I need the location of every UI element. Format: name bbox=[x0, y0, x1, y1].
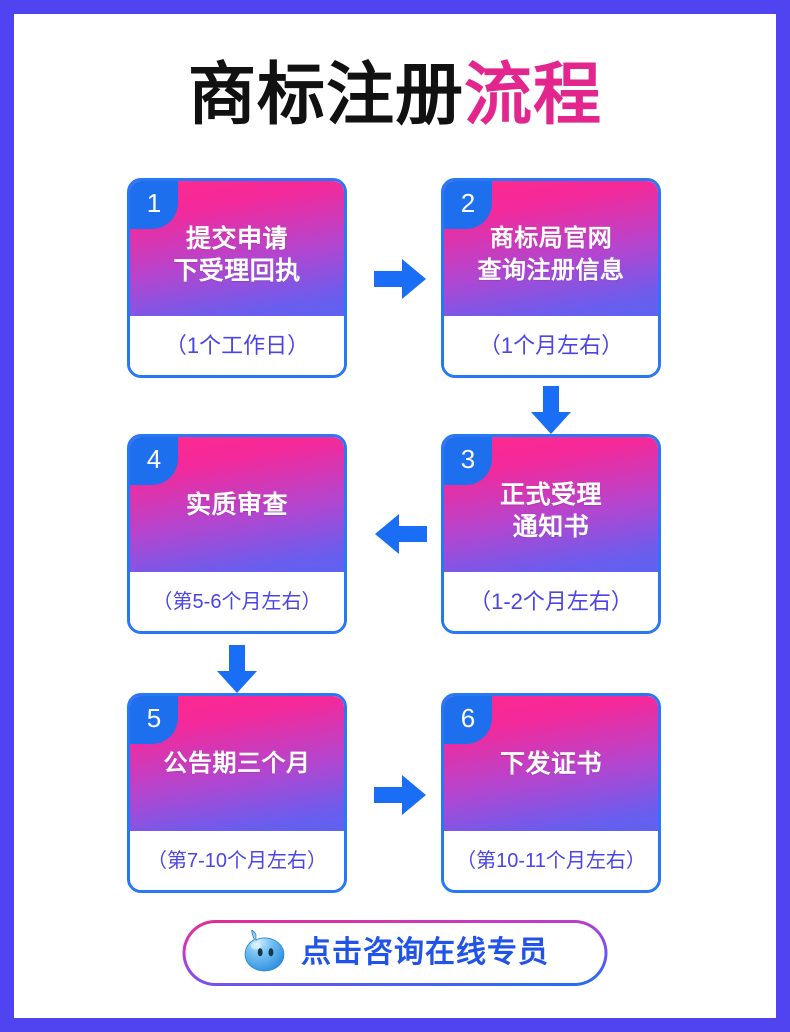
arrow-right-icon-step5-step6 bbox=[374, 775, 426, 815]
step-title-5: 公告期三个月 bbox=[163, 749, 311, 777]
step-card-2[interactable]: 2 商标局官网 查询注册信息 （1个月左右） bbox=[441, 178, 661, 378]
step-card-2-head: 2 商标局官网 查询注册信息 bbox=[444, 181, 658, 316]
step-card-4-head: 4 实质审查 bbox=[130, 437, 344, 572]
step-note-1: （1个工作日） bbox=[164, 332, 310, 358]
arrow-left-icon-step3-step4 bbox=[375, 514, 427, 554]
step-card-2-foot: （1个月左右） bbox=[444, 316, 658, 375]
page-title-main: 商标注册 bbox=[187, 57, 464, 133]
arrow-right-icon-step1-step2 bbox=[374, 259, 426, 299]
step-number-badge-2: 2 bbox=[444, 181, 492, 229]
step-title-3: 正式受理 通知书 bbox=[499, 480, 602, 541]
arrow-down-icon-step2-step3 bbox=[531, 386, 571, 434]
arrow-down-icon-step4-step5 bbox=[217, 645, 257, 693]
step-number-badge-6: 6 bbox=[444, 696, 492, 744]
step-note-4: （第5-6个月左右） bbox=[152, 590, 322, 613]
step-card-6-head: 6 下发证书 bbox=[444, 696, 658, 831]
consult-button-label: 点击咨询在线专员 bbox=[301, 936, 549, 969]
step-card-6-foot: （第10-11个月左右） bbox=[444, 831, 658, 890]
step-number-badge-3: 3 bbox=[444, 437, 492, 485]
step-title-4: 实质审查 bbox=[185, 490, 288, 519]
step-note-3: （1-2个月左右） bbox=[469, 588, 633, 614]
step-card-3-head: 3 正式受理 通知书 bbox=[444, 437, 658, 572]
step-card-5[interactable]: 5 公告期三个月 （第7-10个月左右） bbox=[127, 693, 347, 893]
step-card-1[interactable]: 1 提交申请 下受理回执 （1个工作日） bbox=[127, 178, 347, 378]
step-card-4-foot: （第5-6个月左右） bbox=[130, 572, 344, 631]
step-note-2: （1个月左右） bbox=[478, 332, 624, 358]
step-card-1-head: 1 提交申请 下受理回执 bbox=[130, 181, 344, 316]
step-number-badge-5: 5 bbox=[130, 696, 178, 744]
step-card-4[interactable]: 4 实质审查 （第5-6个月左右） bbox=[127, 434, 347, 634]
step-card-6[interactable]: 6 下发证书 （第10-11个月左右） bbox=[441, 693, 661, 893]
consult-button[interactable]: 点击咨询在线专员 bbox=[185, 923, 605, 983]
step-card-3[interactable]: 3 正式受理 通知书 （1-2个月左右） bbox=[441, 434, 661, 634]
step-number-badge-4: 4 bbox=[130, 437, 178, 485]
page-title-accent: 流程 bbox=[464, 57, 603, 133]
step-note-6: （第10-11个月左右） bbox=[456, 849, 646, 872]
step-card-5-head: 5 公告期三个月 bbox=[130, 696, 344, 831]
step-card-3-foot: （1-2个月左右） bbox=[444, 572, 658, 631]
chat-mascot-icon bbox=[244, 930, 284, 972]
step-title-1: 提交申请 下受理回执 bbox=[173, 224, 301, 285]
process-flow: 1 提交申请 下受理回执 （1个工作日） 2 商标局官网 查询注册信息 （1个月… bbox=[14, 164, 776, 904]
step-number-badge-1: 1 bbox=[130, 181, 178, 229]
step-title-6: 下发证书 bbox=[499, 749, 602, 778]
step-card-5-foot: （第7-10个月左右） bbox=[130, 831, 344, 890]
consult-button-border: 点击咨询在线专员 bbox=[182, 920, 608, 986]
step-title-2: 商标局官网 查询注册信息 bbox=[477, 224, 625, 284]
page-title: 商标注册流程 bbox=[14, 56, 776, 134]
step-note-5: （第7-10个月左右） bbox=[146, 849, 328, 872]
step-card-1-foot: （1个工作日） bbox=[130, 316, 344, 375]
poster-canvas: 商标注册流程 1 提交申请 下受理回执 （1个工作日） 2 商标局官网 查询注册… bbox=[14, 14, 776, 1018]
